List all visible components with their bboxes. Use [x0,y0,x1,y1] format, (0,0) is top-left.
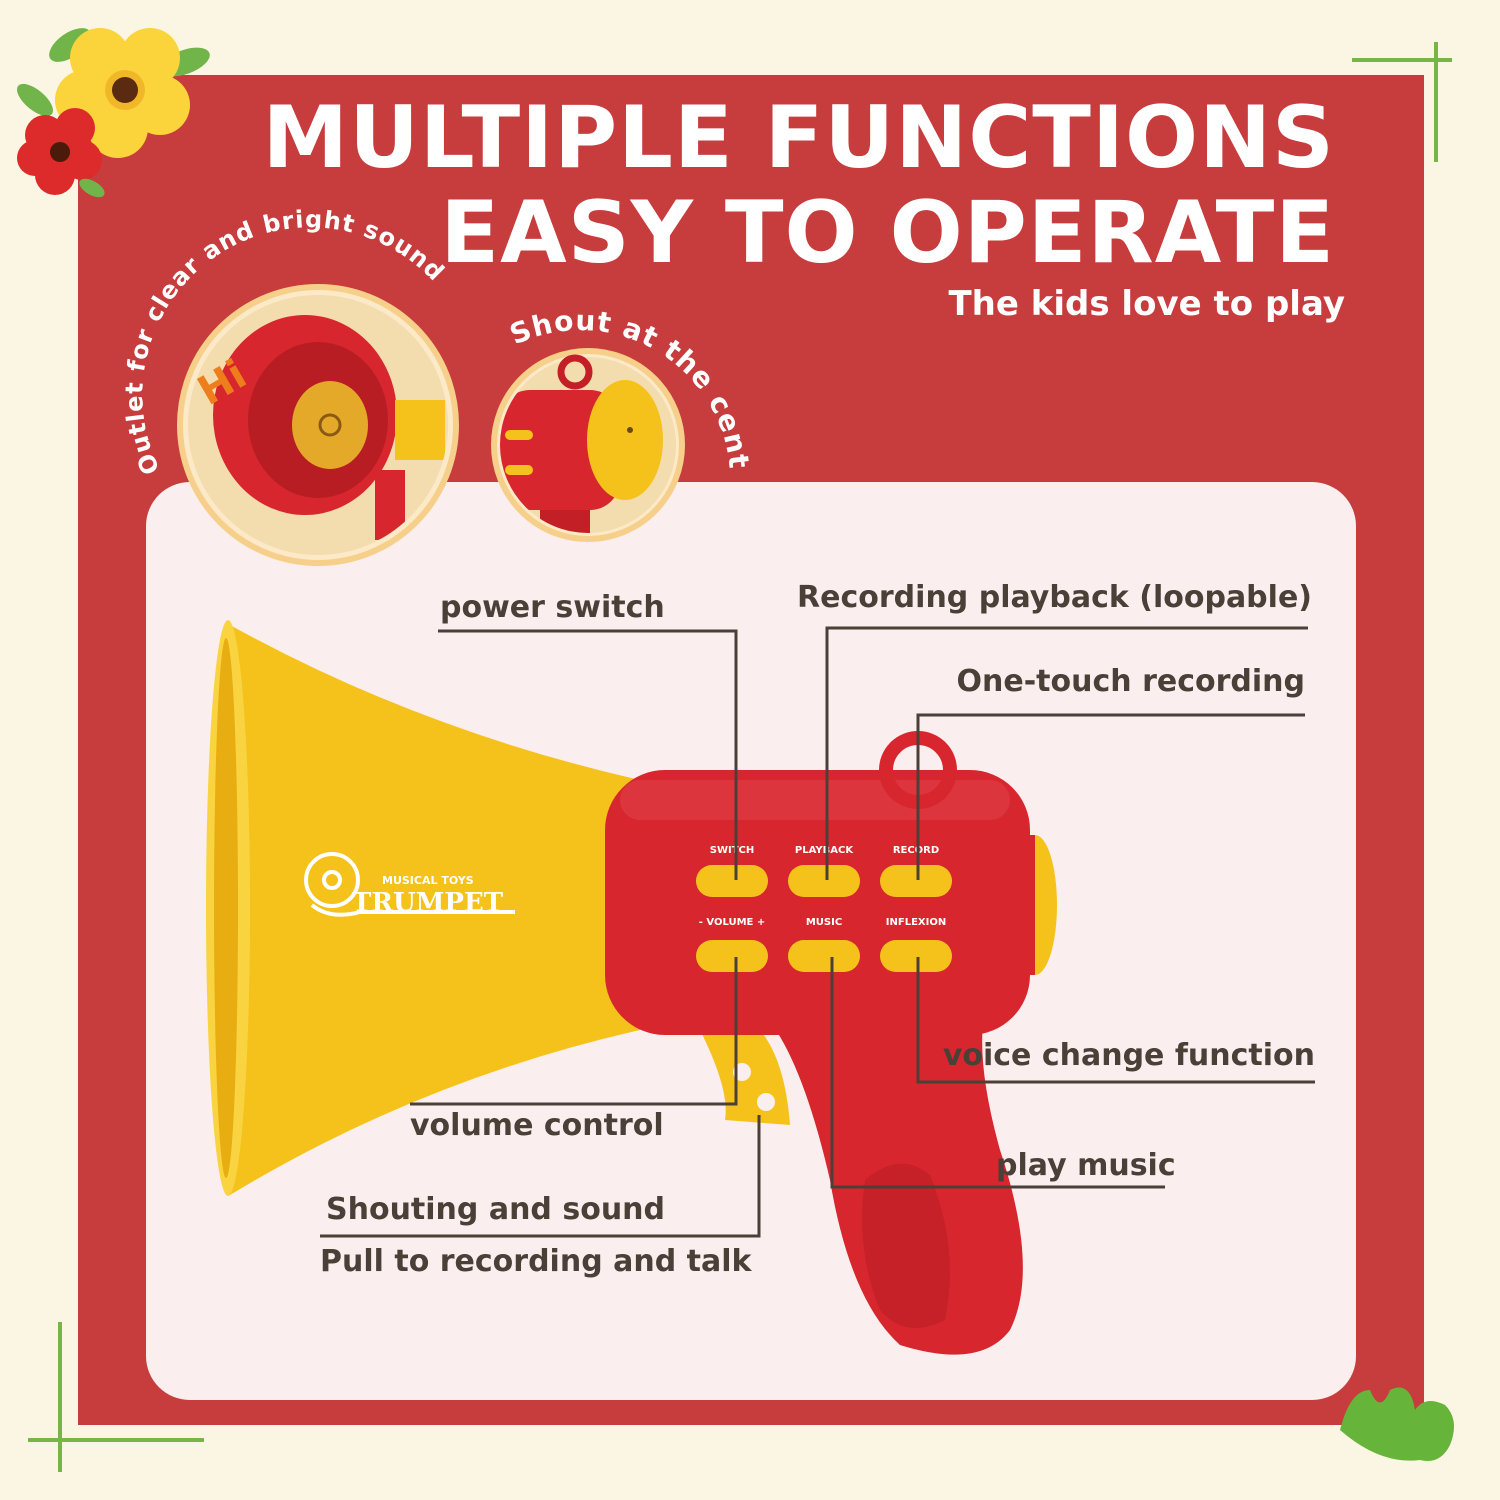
callout-pull-to-record: Pull to recording and talk [320,1244,752,1279]
callout-voice-change: voice change function [942,1038,1315,1073]
tagline: The kids love to play [948,284,1345,324]
callout-play-music: play music [996,1148,1176,1183]
corner-line-bottom-left-h [28,1438,204,1442]
corner-line-top-right-v [1434,42,1438,162]
callout-recording-playback: Recording playback (loopable) [797,580,1312,615]
callout-volume-control: volume control [410,1108,664,1143]
callout-shouting-sound: Shouting and sound [326,1192,666,1227]
headline-line-2: EASY TO OPERATE [440,183,1335,283]
headline-line-1: MULTIPLE FUNCTIONS [262,88,1335,188]
callout-power-switch: power switch [440,590,665,625]
corner-line-top-right-h [1352,58,1452,62]
corner-line-bottom-left-v [58,1322,62,1472]
callout-one-touch-recording: One-touch recording [956,664,1305,699]
